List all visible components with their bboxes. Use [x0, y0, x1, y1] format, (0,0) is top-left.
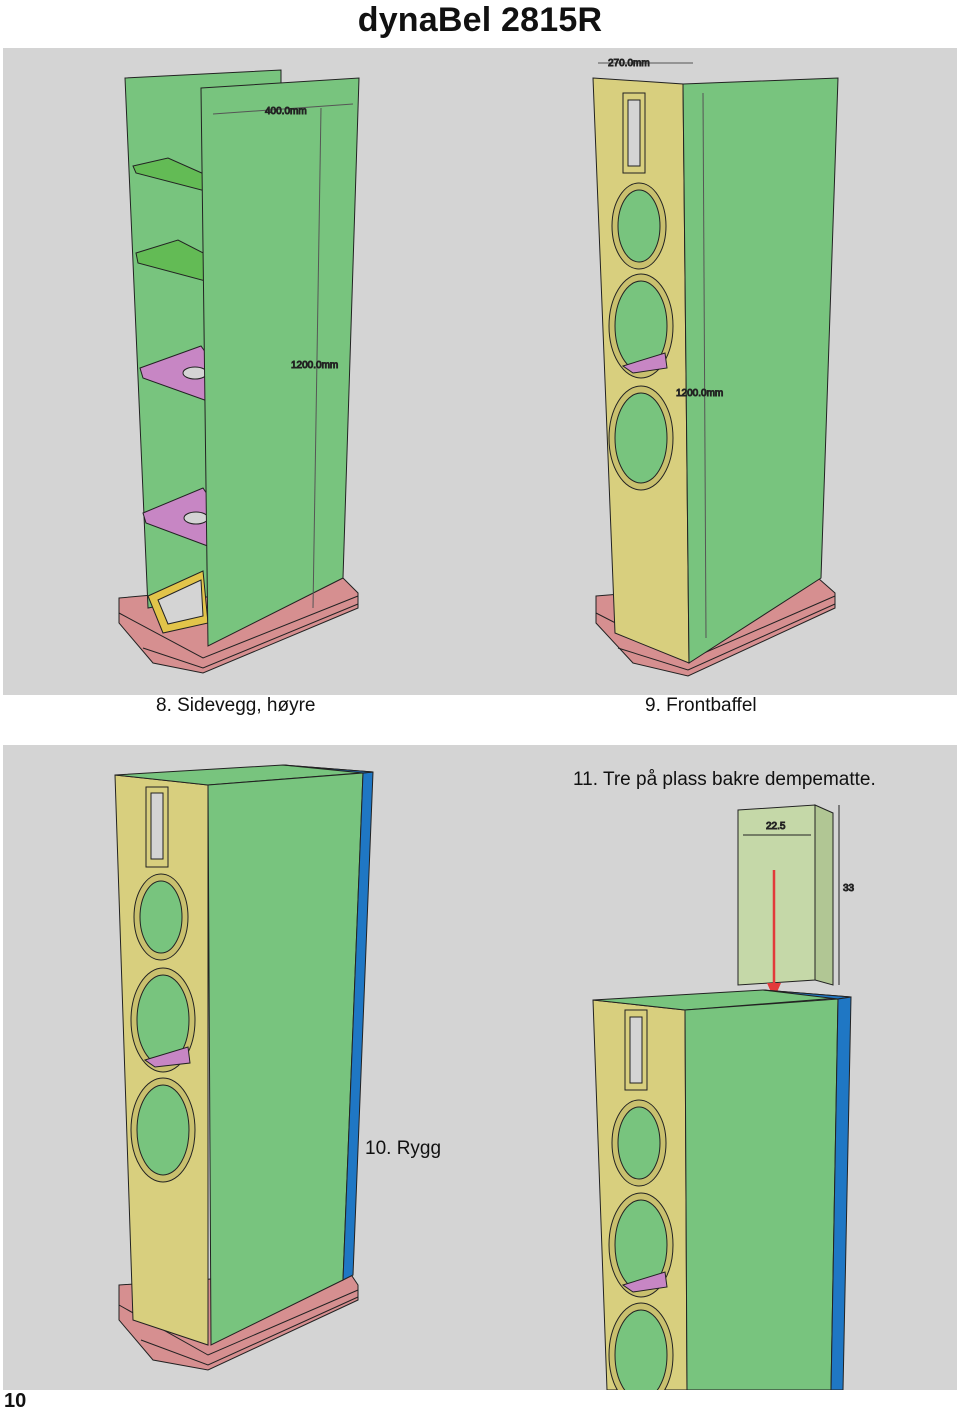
step-caption-10: 10. Rygg	[365, 1138, 442, 1159]
damping-mat: 22.5 33	[737, 804, 855, 986]
dimension-label: 1200.0mm	[676, 388, 723, 399]
step-caption-11: 11. Tre på plass bakre dempematte.	[573, 769, 876, 790]
step-caption-8: 8. Sidevegg, høyre	[156, 695, 316, 716]
dimension-label: 33	[843, 883, 855, 894]
cabinet-step-8: 400.0mm 1200.0mm	[118, 69, 360, 674]
step-caption-9: 9. Frontbaffel	[645, 695, 757, 716]
dimension-label: 400.0mm	[265, 106, 307, 117]
dimension-label: 1200.0mm	[291, 360, 338, 371]
cabinet-step-10	[114, 764, 374, 1371]
illustration-panel-top: 400.0mm 1200.0mm 270.0mm	[3, 48, 957, 695]
page-title: dynaBel 2815R	[357, 1, 603, 39]
illustration-panel-bottom: 22.5 33	[3, 745, 957, 1390]
cabinet-step-9: 270.0mm 1200.0mm	[592, 58, 839, 677]
dimension-label: 22.5	[766, 821, 786, 832]
cabinet-step-11	[592, 989, 852, 1390]
page-number: 10	[4, 1390, 27, 1412]
dimension-label: 270.0mm	[608, 58, 650, 69]
